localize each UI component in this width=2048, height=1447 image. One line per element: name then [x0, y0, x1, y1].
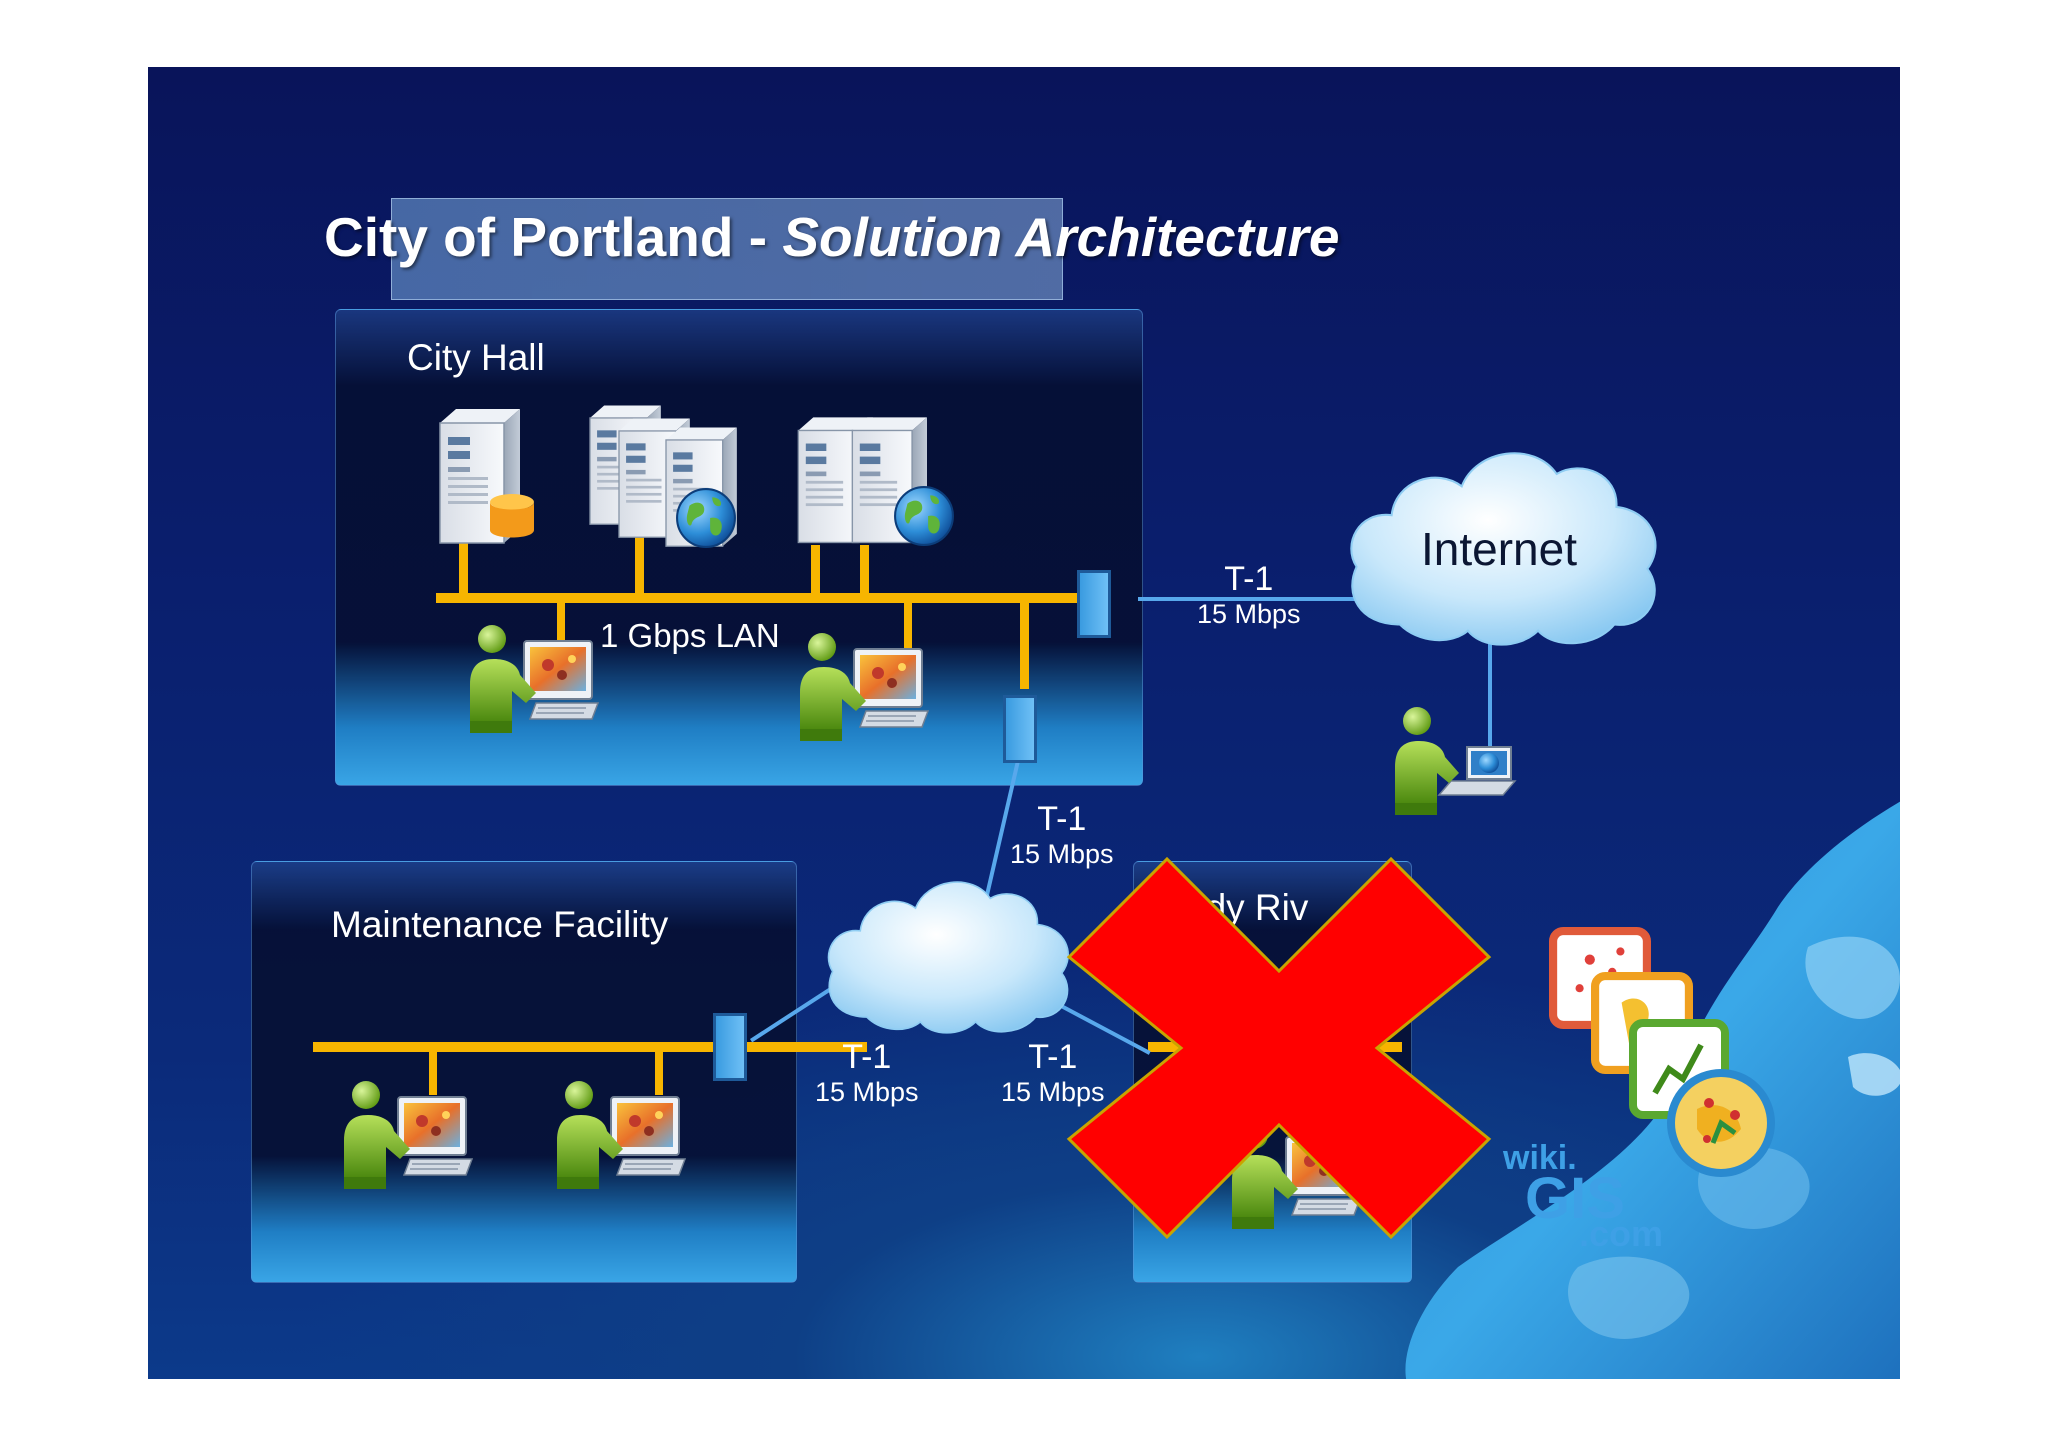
user-workstation-icon [466, 621, 606, 741]
title-italic: Solution Architecture [782, 206, 1340, 268]
link-label: T-1 15 Mbps [815, 1038, 919, 1108]
link-speed: 15 Mbps [1197, 599, 1301, 629]
link-type: T-1 [1037, 800, 1087, 838]
internet-label: Internet [1421, 523, 1577, 575]
user-workstation-icon [553, 1077, 693, 1197]
globe-icon [675, 487, 737, 549]
globe-icon [893, 485, 955, 547]
logo-text-gis: GIS [1525, 1166, 1625, 1231]
maintenance-facility-label: Maintenance Facility [331, 904, 669, 945]
lan-drop [635, 537, 644, 597]
wikigis-logo: wiki. GIS .com [1503, 927, 1775, 1267]
lan-bus [436, 593, 1083, 603]
lan-drop [811, 545, 820, 597]
link-label: T-1 15 Mbps [1197, 560, 1301, 630]
link-type: T-1 [842, 1038, 892, 1076]
lan-drop [459, 537, 468, 597]
logo-text-wiki: wiki. [1503, 1139, 1577, 1177]
user-workstation-icon [340, 1077, 480, 1197]
logo-text-com: .com [1579, 1213, 1664, 1254]
link-label: T-1 15 Mbps [1001, 1038, 1105, 1108]
slide-canvas: City of Portland - Solution Architecture… [148, 67, 1900, 1379]
earth-image [1405, 801, 1900, 1379]
title-highlight-box [391, 198, 1063, 300]
link-speed: 15 Mbps [1010, 839, 1114, 869]
router-icon [1077, 570, 1111, 638]
red-x-icon [1066, 856, 1492, 1240]
wan-link [1488, 642, 1492, 762]
title-main: City of Portland - [324, 206, 783, 268]
link-type: T-1 [1028, 1038, 1078, 1076]
lan-speed-label: 1 Gbps LAN [600, 617, 780, 654]
link-speed: 15 Mbps [815, 1077, 919, 1107]
laptop-user-icon [1391, 707, 1531, 817]
globe-badge-icon [1667, 1069, 1775, 1177]
link-type: T-1 [1224, 560, 1274, 598]
maintenance-facility-site [251, 861, 797, 1283]
lan-bus [313, 1042, 867, 1052]
link-speed: 15 Mbps [1001, 1077, 1105, 1107]
lan-drop [860, 545, 869, 597]
user-workstation-icon [796, 629, 936, 749]
link-label: T-1 15 Mbps [1010, 800, 1114, 870]
lan-drop [429, 1047, 437, 1095]
city-hall-label: City Hall [407, 337, 545, 378]
wan-link [1138, 597, 1428, 601]
lan-drop [904, 597, 912, 655]
router-icon [1003, 695, 1037, 763]
lan-drop [1020, 597, 1029, 689]
lan-drop [557, 597, 565, 647]
router-icon [713, 1013, 747, 1081]
lan-drop [655, 1047, 663, 1095]
wan-cloud-icon [818, 862, 1078, 1042]
slide-title: City of Portland - Solution Architecture [324, 205, 1340, 269]
database-icon [490, 494, 534, 538]
